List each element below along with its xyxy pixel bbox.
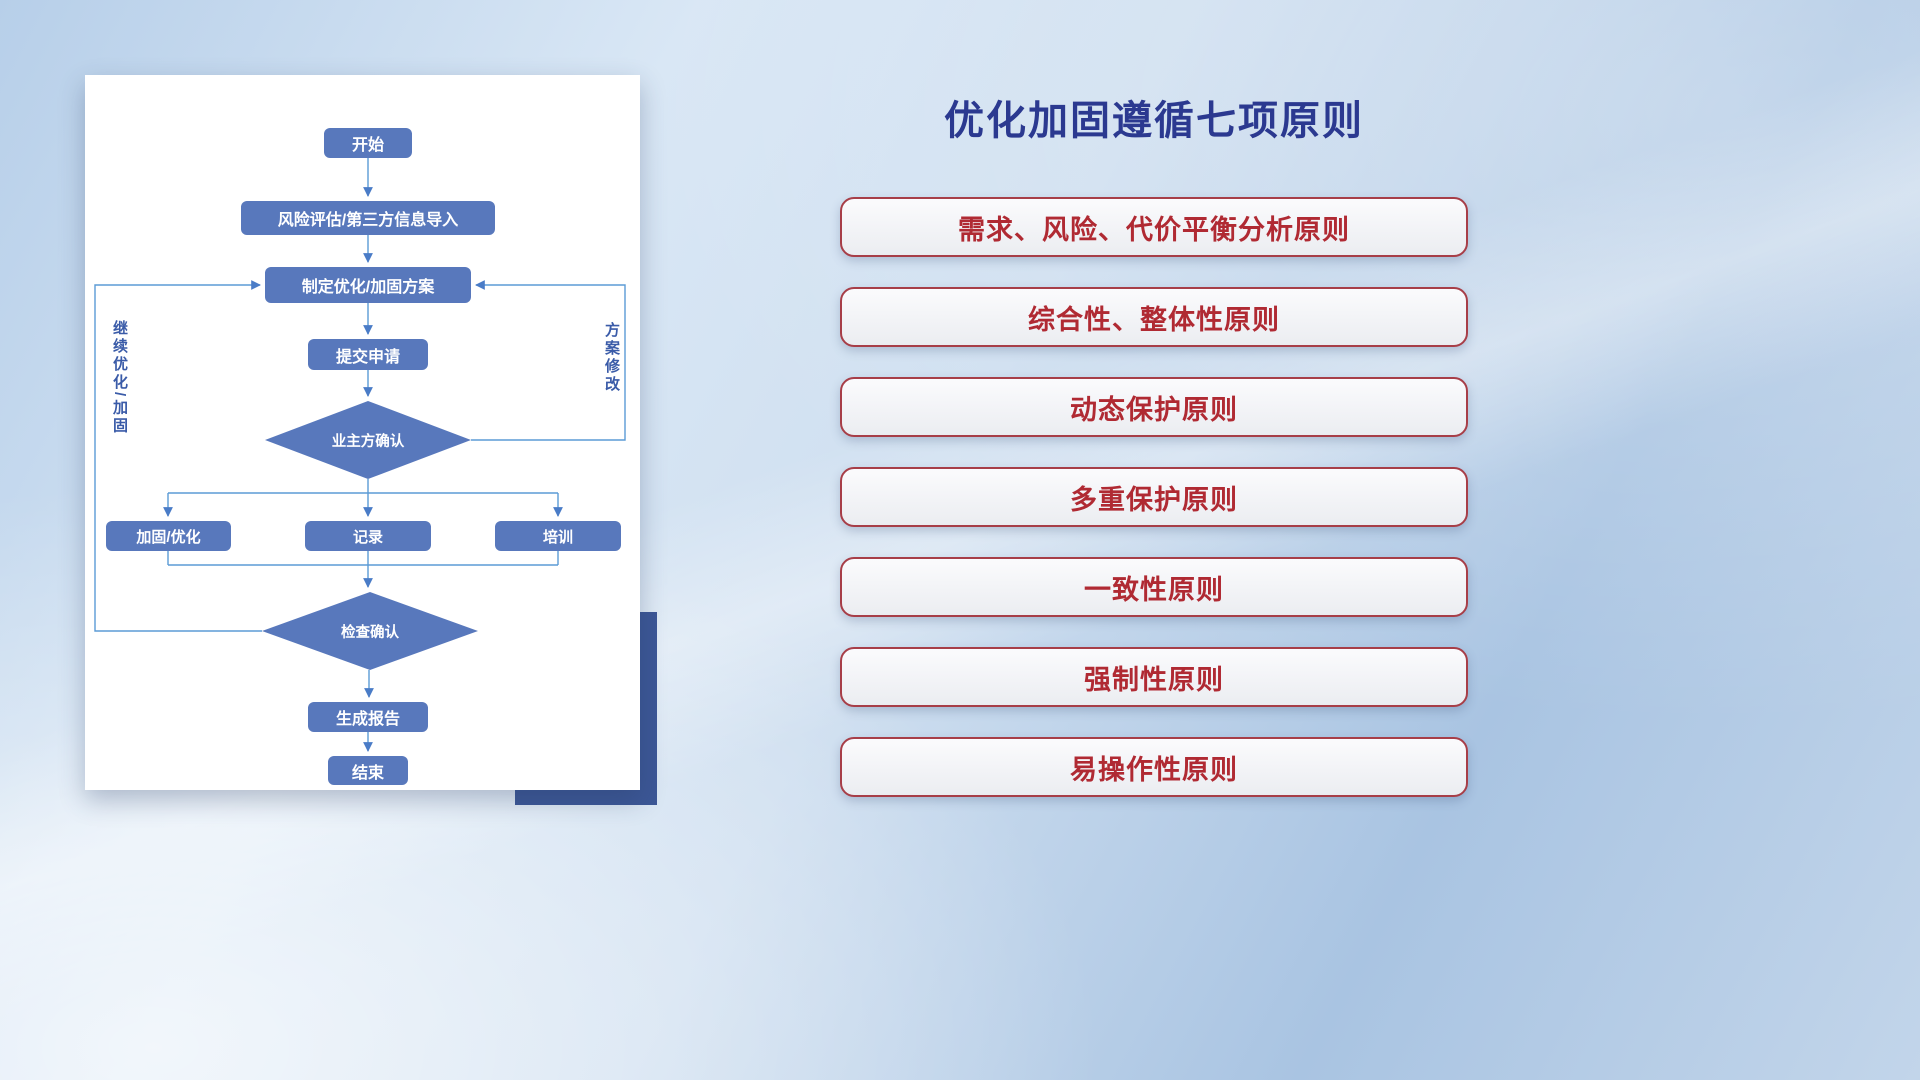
- flow-node-reinforce-optimize: 加固/优化: [106, 521, 231, 551]
- loop-label-continue-optimize: 继续优化/加固: [111, 320, 128, 436]
- principle-label-1: 需求、风险、代价平衡分析原则: [958, 214, 1350, 245]
- flow-node-make-plan: 制定优化/加固方案: [265, 267, 471, 303]
- principle-label-2: 综合性、整体性原则: [1028, 304, 1280, 335]
- flow-node-end: 结束: [328, 756, 408, 785]
- flow-node-report: 生成报告: [308, 702, 428, 732]
- principle-label-4: 多重保护原则: [1070, 484, 1238, 515]
- principle-box-4: 多重保护原则: [840, 467, 1468, 527]
- page-title: 优化加固遵循七项原则: [944, 99, 1364, 143]
- flow-node-submit: 提交申请: [308, 339, 428, 370]
- flow-node-risk-import: 风险评估/第三方信息导入: [241, 201, 495, 235]
- principles-panel: 优化加固遵循七项原则 需求、风险、代价平衡分析原则 综合性、整体性原则 动态保护…: [840, 0, 1468, 1080]
- principles-list: 需求、风险、代价平衡分析原则 综合性、整体性原则 动态保护原则 多重保护原则 一…: [840, 197, 1468, 797]
- flow-node-record: 记录: [305, 521, 431, 551]
- principle-box-2: 综合性、整体性原则: [840, 287, 1468, 347]
- principle-box-7: 易操作性原则: [840, 737, 1468, 797]
- principle-label-6: 强制性原则: [1084, 664, 1224, 695]
- principle-label-7: 易操作性原则: [1070, 754, 1238, 785]
- principle-label-5: 一致性原则: [1084, 574, 1224, 605]
- principle-label-3: 动态保护原则: [1070, 394, 1238, 425]
- connector-lines: [94, 158, 626, 752]
- flowchart-card: 开始 风险评估/第三方信息导入 制定优化/加固方案 提交申请 业主方确认 加固/…: [85, 75, 640, 790]
- flow-node-training: 培训: [495, 521, 621, 551]
- principle-box-6: 强制性原则: [840, 647, 1468, 707]
- flow-node-start: 开始: [324, 128, 412, 158]
- principle-box-3: 动态保护原则: [840, 377, 1468, 437]
- loop-label-plan-modify: 方案修改: [603, 322, 620, 394]
- principle-box-1: 需求、风险、代价平衡分析原则: [840, 197, 1468, 257]
- principle-box-5: 一致性原则: [840, 557, 1468, 617]
- flowchart-connectors: [94, 158, 626, 752]
